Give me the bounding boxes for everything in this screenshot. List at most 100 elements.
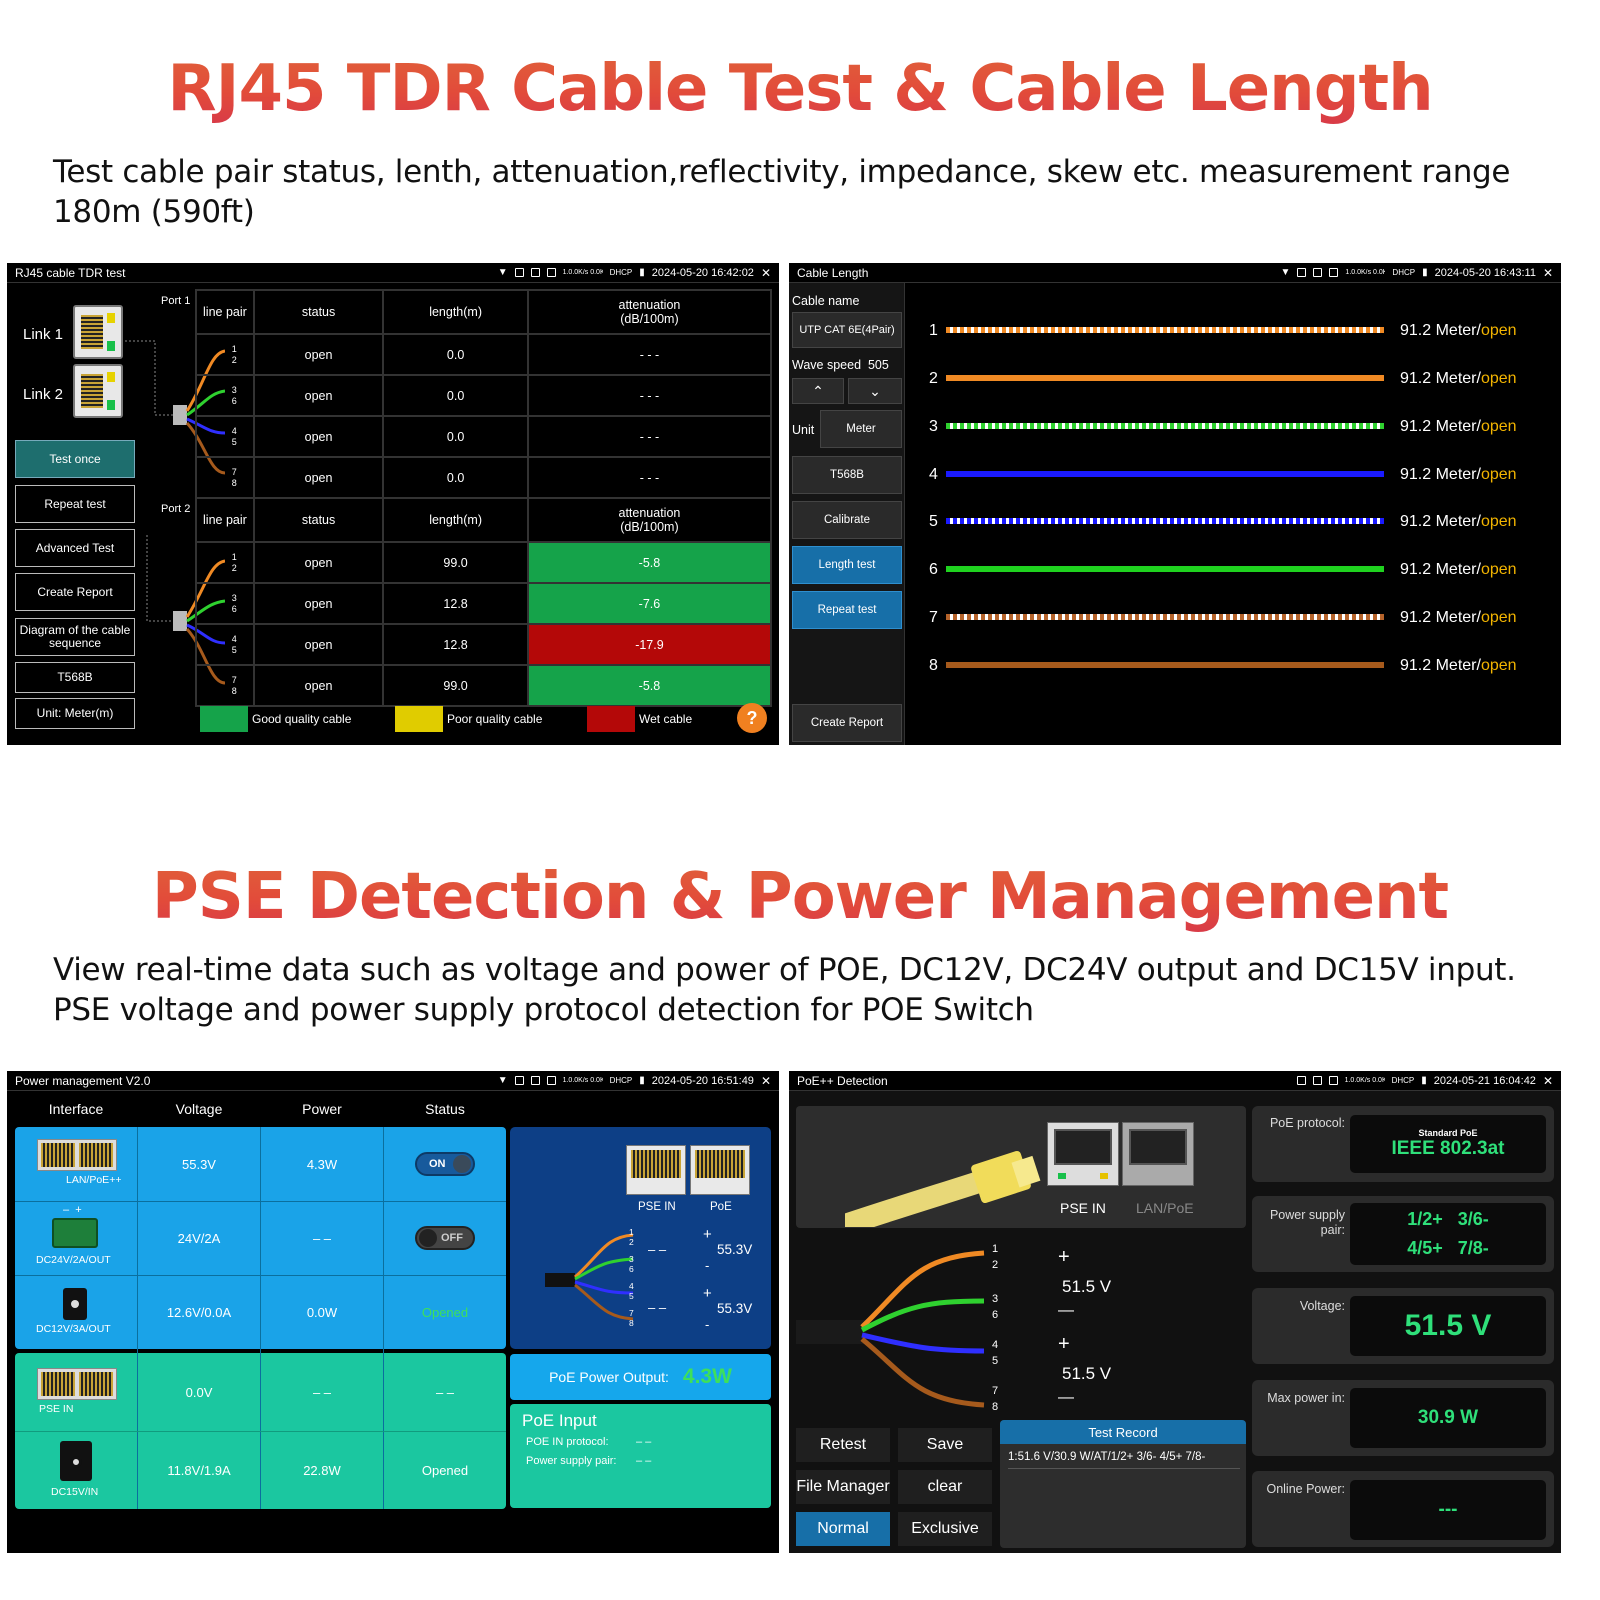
line-length: 91.2 Meter/open (1400, 322, 1517, 340)
net-speed: 1.0.0K/s 0.0K/s (1345, 269, 1386, 276)
port1-label: Port 1 (161, 295, 191, 307)
toggle-label: OFF (441, 1232, 463, 1244)
poe-in-protocol-label: POE IN protocol: (526, 1436, 609, 1448)
pse-voltage-1: 55.3V (717, 1242, 753, 1257)
clock: 2024-05-20 16:51:49 (651, 1074, 754, 1087)
battery-icon: ▮ (1422, 267, 1428, 278)
poe-input-panel (510, 1404, 771, 1508)
voltage-value: 51.5 V (1404, 1309, 1492, 1342)
heading-tdr-subtitle: Test cable pair status, lenth, attenuati… (53, 154, 1511, 230)
dc-pin-label: – + (63, 1204, 82, 1216)
window-title: PoE++ Detection (797, 1073, 888, 1088)
poe-toggle-on[interactable]: ON (415, 1152, 475, 1176)
battery-icon: ▮ (1421, 1075, 1427, 1086)
open-status: open (1480, 418, 1517, 435)
pin-num: 5 (629, 1290, 634, 1301)
close-icon[interactable]: ✕ (1542, 1073, 1553, 1088)
status-value: Opened (421, 1305, 469, 1320)
online-power-value: --- (1438, 1499, 1458, 1520)
unit-button[interactable]: Unit: Meter(m) (15, 698, 135, 729)
test-once-button[interactable]: Test once (15, 440, 135, 478)
create-report-button[interactable]: Create Report (792, 704, 902, 742)
line-length: 91.2 Meter/open (1400, 561, 1517, 579)
test-record-entry[interactable]: 1:51.6 V/30.9 W/AT/1/2+ 3/6- 4/5+ 7/8- (1008, 1450, 1240, 1469)
wifi-icon: ▼ (497, 1075, 508, 1086)
clock: 2024-05-20 16:42:02 (651, 266, 754, 279)
max-power-display: 30.9 W (1350, 1388, 1546, 1448)
grid-line (15, 1201, 506, 1202)
close-icon[interactable]: ✕ (1542, 265, 1553, 280)
unit-select[interactable]: Meter (820, 410, 902, 448)
cable-name-select[interactable]: UTP CAT 6E(4Pair) (792, 312, 902, 348)
save-button[interactable]: Save (898, 1428, 992, 1462)
col-header: attenuation (dB/100m) (526, 289, 773, 335)
length-cell: 0.0 (382, 415, 529, 458)
length-cell: 0.0 (382, 333, 529, 376)
sd-card-icon (1296, 1076, 1306, 1085)
file-manager-button[interactable]: File Manager (796, 1470, 890, 1504)
dhcp-icon: DHCP (609, 1076, 633, 1085)
exclusive-button[interactable]: Exclusive (898, 1512, 992, 1546)
clock: 2024-05-21 16:04:42 (1433, 1074, 1536, 1087)
wave-speed-up-button[interactable]: ⌃ (792, 378, 844, 404)
wave-speed-down-button[interactable]: ⌄ (848, 378, 902, 404)
att-cell: -5.8 (526, 664, 773, 707)
pin-num: 7 (231, 674, 237, 685)
open-status: open (1480, 561, 1517, 578)
heading-tdr-title: RJ45 TDR Cable Test & Cable Length (0, 52, 1600, 126)
link1-label: Link 1 (23, 326, 64, 343)
toggle-knob (453, 1155, 471, 1173)
cable-line-6 (946, 566, 1384, 572)
close-icon[interactable]: ✕ (760, 265, 771, 280)
cable-line-5 (946, 518, 1384, 524)
network-icon (530, 1076, 540, 1085)
dc24-toggle-off[interactable]: OFF (415, 1226, 475, 1250)
tdr-screen: RJ45 cable TDR test ▼ 1.0.0K/s 0.0K/s DH… (7, 263, 779, 745)
network-icon (530, 268, 540, 277)
cable-sequence-diagram-button[interactable]: Diagram of the cable sequence (15, 618, 135, 656)
repeat-test-button[interactable]: Repeat test (15, 485, 135, 523)
network-icon (1329, 268, 1339, 277)
poe-port-icon (690, 1145, 750, 1195)
retest-button[interactable]: Retest (796, 1428, 890, 1462)
minus-sign: — (1058, 1389, 1074, 1406)
pair-value-1: 1/2+ 3/6- (1407, 1209, 1489, 1229)
advanced-test-button[interactable]: Advanced Test (15, 529, 135, 567)
close-icon[interactable]: ✕ (760, 1073, 771, 1088)
repeat-test-button[interactable]: Repeat test (792, 591, 902, 629)
pin-num: 1 (231, 343, 237, 354)
line-number: 7 (929, 609, 938, 626)
net-speed: 1.0.0K/s 0.0K/s (1344, 1077, 1385, 1084)
length-test-button[interactable]: Length test (792, 546, 902, 584)
t568b-button[interactable]: T568B (792, 456, 902, 494)
help-icon[interactable]: ? (737, 703, 767, 733)
voltage-display: 51.5 V (1350, 1296, 1546, 1356)
normal-button[interactable]: Normal (796, 1512, 890, 1546)
pin-num: 3 (231, 592, 237, 603)
net-speed: 1.0.0K/s 0.0K/s (562, 269, 603, 276)
col-header: line pair (195, 289, 255, 335)
calibrate-button[interactable]: Calibrate (792, 501, 902, 539)
open-status: open (1480, 466, 1517, 483)
status-cell: open (252, 374, 385, 417)
col-header: attenuation (dB/100m) (526, 497, 773, 543)
length-cell: 0.0 (382, 456, 529, 499)
pin-num: 6 (231, 395, 237, 406)
poe-wire-diagram (545, 1233, 634, 1321)
length-cell: 99.0 (382, 541, 529, 584)
create-report-button[interactable]: Create Report (15, 573, 135, 611)
network-icon (546, 268, 556, 277)
open-status: open (1480, 609, 1517, 626)
clear-button[interactable]: clear (898, 1470, 992, 1504)
t568b-button[interactable]: T568B (15, 662, 135, 693)
wave-speed-value: 505 (867, 358, 889, 372)
line-length: 91.2 Meter/open (1400, 513, 1517, 531)
att-cell: - - - (526, 333, 773, 376)
att-cell: -7.6 (526, 582, 773, 625)
protocol-label: PoE protocol: (1269, 1116, 1345, 1130)
cable-line-3 (946, 423, 1384, 429)
toggle-knob (419, 1229, 437, 1247)
pse-voltage-2: 51.5 V (1062, 1364, 1112, 1383)
